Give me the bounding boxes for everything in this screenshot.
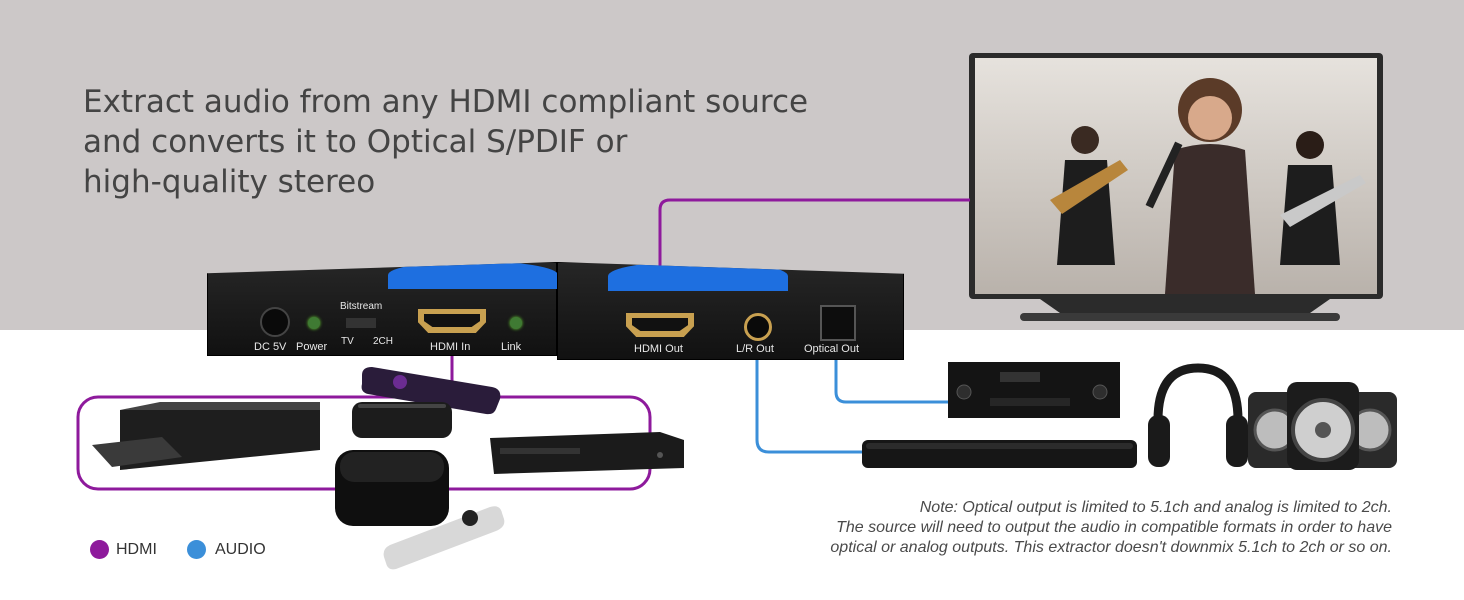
label-optical-out: Optical Out — [804, 343, 860, 355]
blu-ray-player-icon — [92, 402, 320, 470]
audio-legend-label: AUDIO — [215, 541, 266, 558]
hdmi-in-port — [418, 309, 486, 333]
link-led — [510, 317, 522, 329]
note-line-3: optical or analog outputs. This extracto… — [830, 539, 1392, 556]
optical-out-port — [820, 305, 856, 341]
headline-line-1: Extract audio from any HDMI compliant so… — [83, 84, 809, 120]
label-hdmi-out: HDMI Out — [634, 343, 683, 355]
soundbar-icon — [862, 440, 1137, 468]
dc-power-jack — [260, 307, 290, 337]
headphones-icon — [1148, 363, 1248, 467]
apple-tv-icon — [335, 450, 449, 526]
note-text: Note: Optical output is limited to 5.1ch… — [830, 498, 1392, 558]
lr-out-jack — [744, 313, 772, 341]
label-tv: TV — [341, 336, 354, 347]
audio-legend-dot — [187, 540, 206, 559]
dvd-player-icon — [490, 432, 684, 474]
headline: Extract audio from any HDMI compliant so… — [83, 82, 943, 202]
hdmi-legend-label: HDMI — [116, 541, 157, 558]
hdmi-out-port — [626, 313, 694, 337]
speakers-icon — [1248, 382, 1397, 470]
audio-cable-optical — [834, 360, 948, 404]
bitstream-switch[interactable] — [346, 318, 376, 328]
power-led — [308, 317, 320, 329]
tv-icon — [969, 53, 1383, 321]
hdmi-cable-to-tv — [658, 198, 970, 315]
roku-box-icon — [352, 402, 452, 438]
label-bitstream: Bitstream — [340, 301, 383, 312]
remote-icon — [361, 367, 501, 415]
note-line-1: Note: Optical output is limited to 5.1ch… — [919, 499, 1392, 516]
label-dc-5v: DC 5V — [254, 341, 287, 353]
extractor-input-panel: DC 5V Power Bitstream TV 2CH HDMI In Lin… — [207, 262, 557, 356]
av-receiver-icon — [948, 362, 1120, 418]
label-lr-out: L/R Out — [736, 343, 774, 355]
headline-line-2: and converts it to Optical S/PDIF or — [83, 124, 628, 160]
audio-cable-lr — [755, 360, 862, 454]
hdmi-legend-dot — [90, 540, 109, 559]
label-link: Link — [501, 341, 522, 353]
extractor-output-panel: HDMI Out L/R Out Optical Out — [557, 262, 904, 360]
label-2ch: 2CH — [373, 336, 394, 347]
label-power: Power — [296, 341, 328, 353]
siri-remote-icon — [383, 506, 505, 570]
note-line-2: The source will need to output the audio… — [836, 519, 1392, 536]
headline-line-3: high-quality stereo — [83, 164, 376, 200]
label-hdmi-in: HDMI In — [430, 341, 471, 353]
